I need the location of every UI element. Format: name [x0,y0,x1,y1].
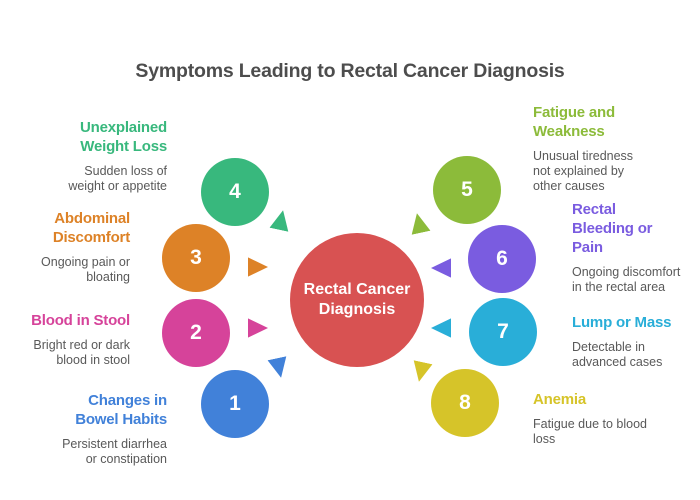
symptom-circle-2: 2 [162,299,230,367]
symptom-description-1: Persistent diarrhea or constipation [62,437,167,466]
symptom-label-3: Abdominal Discomfort Ongoing pain or blo… [0,209,130,285]
symptom-heading-6: Rectal Bleeding or Pain [572,201,653,256]
center-circle: Rectal Cancer Diagnosis [290,233,424,367]
symptom-description-7: Detectable in advanced cases [572,340,663,369]
symptom-label-4: Unexplained Weight Loss Sudden loss of w… [17,118,167,194]
symptom-description-3: Ongoing pain or bloating [41,255,130,284]
circle-number-6: 6 [496,247,508,270]
symptom-heading-4: Unexplained Weight Loss [80,119,167,155]
symptom-description-8: Fatigue due to blood loss [533,417,647,446]
symptom-circle-8: 8 [431,369,499,437]
arrow-icon-4 [269,208,293,232]
symptom-description-4: Sudden loss of weight or appetite [68,164,167,193]
symptom-circle-6: 6 [468,225,536,293]
symptom-heading-7: Lump or Mass [572,314,672,331]
circle-number-7: 7 [497,320,509,343]
symptom-heading-1: Changes in Bowel Habits [75,392,167,428]
circle-number-3: 3 [190,246,202,269]
symptom-description-2: Bright red or dark blood in stool [33,338,130,367]
circle-number-2: 2 [190,321,202,344]
symptom-label-6: Rectal Bleeding or Pain Ongoing discomfo… [572,200,700,295]
arrow-icon-7 [431,318,451,338]
arrow-icon-8 [409,360,433,384]
arrow-icon-3 [248,257,268,277]
symptom-circle-3: 3 [162,224,230,292]
symptom-heading-8: Anemia [533,391,586,408]
symptom-heading-5: Fatigue and Weakness [533,104,615,140]
arrow-icon-1 [267,356,291,380]
symptom-description-6: Ongoing discomfort in the rectal area [572,265,681,294]
symptom-circle-4: 4 [201,158,269,226]
page-title: Symptoms Leading to Rectal Cancer Diagno… [135,60,565,82]
symptom-circle-1: 1 [201,370,269,438]
symptom-circle-5: 5 [433,156,501,224]
center-label: Rectal Cancer Diagnosis [303,281,411,318]
circle-number-4: 4 [229,180,241,203]
symptom-description-5: Unusual tiredness not explained by other… [533,149,634,193]
symptom-label-7: Lump or Mass Detectable in advanced case… [572,313,700,370]
arrow-icon-6 [431,258,451,278]
symptom-label-5: Fatigue and Weakness Unusual tiredness n… [533,103,683,194]
arrow-icon-2 [248,318,268,338]
circle-number-1: 1 [229,392,241,415]
symptom-heading-2: Blood in Stool [31,312,130,329]
symptom-label-8: Anemia Fatigue due to blood loss [533,390,683,447]
symptom-label-1: Changes in Bowel Habits Persistent diarr… [17,391,167,467]
circle-number-8: 8 [459,391,471,414]
symptom-label-2: Blood in Stool Bright red or dark blood … [0,311,130,368]
symptom-circle-7: 7 [469,298,537,366]
circle-number-5: 5 [461,178,473,201]
arrow-icon-5 [407,211,431,235]
symptom-heading-3: Abdominal Discomfort [52,210,130,246]
